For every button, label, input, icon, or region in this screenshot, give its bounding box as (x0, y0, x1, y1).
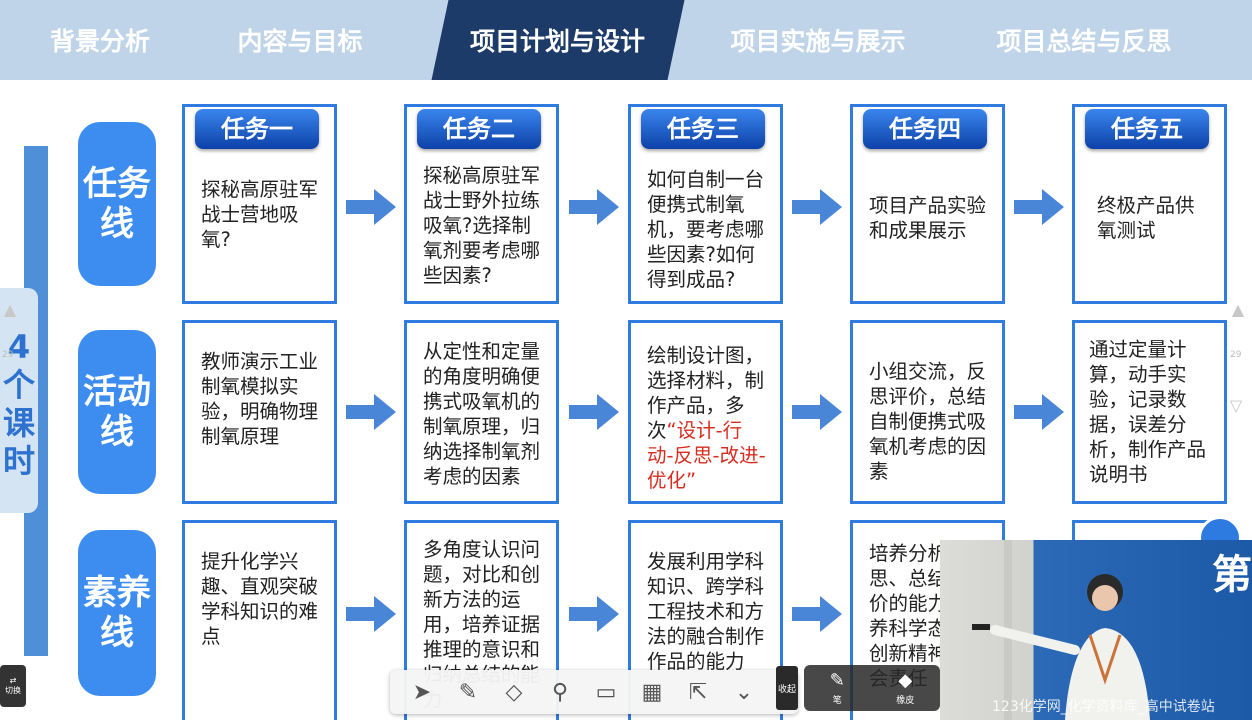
arrow-right-icon (792, 394, 842, 430)
tab-summary-reflection[interactable]: 项目总结与反思 (996, 27, 1172, 56)
literacy-text-1: 提升化学兴趣、直观突破学科知识的难点 (201, 550, 319, 648)
activity-card-4: 小组交流，反思评价，总结自制便携式吸氧机考虑的因素 (850, 320, 1005, 504)
prev-page-icon-right[interactable]: ▲ (1231, 300, 1245, 319)
prev-page-icon[interactable]: ▲ (3, 300, 17, 319)
arrow-right-icon (1014, 394, 1064, 430)
section-nav-bar: 背景分析 内容与目标 项目计划与设计 项目实施与展示 项目总结与反思 (0, 0, 1252, 80)
literacy-text-3: 发展利用学科知识、跨学科工程技术和方法的融合制作作品的能力 (647, 550, 765, 673)
eraser-icon[interactable]: ◇ (505, 679, 523, 705)
qr-code-icon[interactable]: ▦ (641, 679, 663, 705)
task-badge-5: 任务五 (1085, 109, 1209, 149)
pointer-icon[interactable]: ➤ (412, 679, 432, 705)
activity-card-3: 绘制设计图，选择材料，制作产品，多次“设计-行动-反思-改进-优化” (628, 320, 783, 504)
task-text-4: 项目产品实验和成果展示 (869, 194, 987, 242)
activity-highlight-3: “设计-行动-反思-改进-优化” (647, 419, 766, 492)
video-banner-text: 第 (1212, 552, 1252, 598)
arrow-right-icon (346, 189, 396, 225)
switch-button[interactable]: ⇄ 切换 (0, 665, 26, 707)
task-text-1: 探秘高原驻军战士营地吸氧? (201, 178, 319, 251)
arrow-right-icon (569, 189, 619, 225)
arrow-right-icon (569, 596, 619, 632)
annotation-toolbar: ➤ ✎ ◇ ⚲ ▭ ▦ ⇱ ⌄ (390, 670, 798, 714)
activity-card-1: 教师演示工业制氧模拟实验，明确物理制氧原理 (182, 320, 337, 504)
page-number-right: 29 (1230, 350, 1242, 360)
arrow-right-icon (569, 394, 619, 430)
switch-icon: ⇄ (9, 676, 17, 685)
task-card-3: 任务三 如何自制一台便携式制氧机，要考虑哪些因素?如何得到成品? (628, 104, 783, 304)
activity-text-3: 绘制设计图，选择材料，制作产品，多次 (647, 344, 765, 442)
arrow-right-icon (346, 394, 396, 430)
chevron-down-icon[interactable]: ⌄ (734, 679, 754, 705)
pen-icon: ✎ (829, 670, 845, 691)
presenter-figure (972, 540, 1150, 720)
tab-implementation-show[interactable]: 项目实施与展示 (730, 27, 906, 56)
activity-card-5: 通过定量计算，动手实验，记录数据，误差分析，制作产品说明书 (1072, 320, 1227, 504)
screen-icon[interactable]: ▭ (595, 679, 617, 705)
activity-text-1: 教师演示工业制氧模拟实验，明确物理制氧原理 (201, 350, 319, 448)
task-text-2: 探秘高原驻军战士野外拉练吸氧?选择制氧剂要考虑哪些因素? (423, 164, 541, 287)
literacy-text-2: 多角度认识问题，对比和创新方法的运用，培养证据推理的意识和归纳总结的能力 (423, 538, 541, 711)
presenter-video: 第 (940, 540, 1252, 720)
share-icon[interactable]: ⇱ (688, 679, 708, 705)
eraser-tool-button[interactable]: ◆橡皮 (896, 670, 915, 706)
watermark-text: 123化学网_化学资料库_高中试卷站 (992, 699, 1215, 715)
task-card-5: 任务五 终极产品供氧测试 (1072, 104, 1227, 304)
tab-content-goals[interactable]: 内容与目标 (237, 27, 363, 56)
arrow-right-icon (1014, 189, 1064, 225)
task-card-4: 任务四 项目产品实验和成果展示 (850, 104, 1005, 304)
page-number-left: 29 (2, 350, 14, 360)
arrow-right-icon (792, 189, 842, 225)
literacy-card-1: 提升化学兴趣、直观突破学科知识的难点 (182, 520, 337, 720)
search-icon[interactable]: ⚲ (551, 679, 569, 705)
task-text-5: 终极产品供氧测试 (1097, 194, 1195, 242)
tab-background-analysis[interactable]: 背景分析 (49, 27, 150, 56)
task-card-1: 任务一 探秘高原驻军战士营地吸氧? (182, 104, 337, 304)
activity-text-4: 小组交流，反思评价，总结自制便携式吸氧机考虑的因素 (869, 360, 987, 483)
pen-tool-button[interactable]: ✎笔 (829, 670, 845, 706)
tab-plan-design[interactable]: 项目计划与设计 (431, 0, 685, 80)
task-badge-4: 任务四 (863, 109, 987, 149)
collapse-toolbar-button[interactable]: 收起 (776, 666, 798, 710)
row-label-literacy: 素养线 (78, 530, 156, 696)
activity-text-5: 通过定量计算，动手实验，记录数据，误差分析，制作产品说明书 (1089, 338, 1207, 486)
task-card-2: 任务二 探秘高原驻军战士野外拉练吸氧?选择制氧剂要考虑哪些因素? (404, 104, 559, 304)
row-label-activity: 活动线 (78, 330, 156, 494)
hours-label: 4个课时 (0, 288, 38, 513)
pen-tools-panel: ✎笔 ◆橡皮 (804, 665, 940, 711)
task-text-3: 如何自制一台便携式制氧机，要考虑哪些因素?如何得到成品? (647, 168, 765, 291)
eraser-icon: ◆ (898, 670, 913, 691)
task-badge-3: 任务三 (641, 109, 765, 149)
task-badge-1: 任务一 (195, 109, 319, 149)
task-badge-2: 任务二 (417, 109, 541, 149)
activity-card-2: 从定性和定量的角度明确便携式吸氧机的制氧原理，归纳选择制氧剂考虑的因素 (404, 320, 559, 504)
arrow-right-icon (792, 596, 842, 632)
activity-text-2: 从定性和定量的角度明确便携式吸氧机的制氧原理，归纳选择制氧剂考虑的因素 (423, 340, 541, 488)
pen-icon[interactable]: ✎ (458, 679, 478, 705)
row-label-task: 任务线 (78, 122, 156, 286)
arrow-right-icon (346, 596, 396, 632)
next-page-icon-right[interactable]: ▽ (1229, 396, 1243, 415)
